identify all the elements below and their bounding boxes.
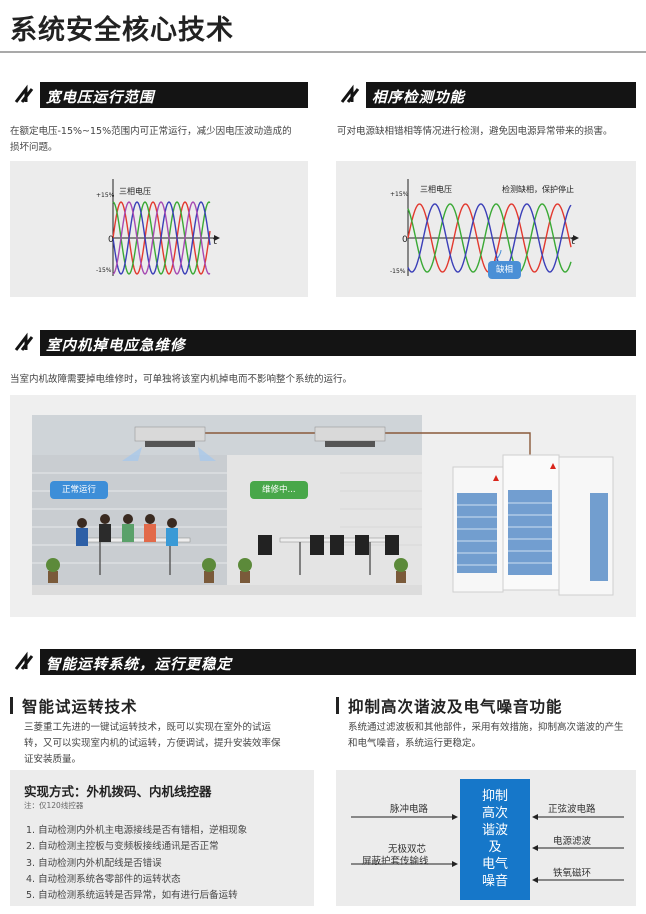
- check-steps-list: 1. 自动检测内外机主电源接线是否有错相，逆相现象 2. 自动检测主控板与变频板…: [26, 823, 247, 904]
- phase-wave-line: [407, 203, 572, 273]
- banner-voltage-title: 宽电压运行范围: [46, 90, 155, 106]
- title-divider: [0, 51, 646, 53]
- trial-description: 三菱重工先进的一键试运转技术，既可以实现在室外的试运 转，又可以实现室内机的试运…: [24, 722, 281, 765]
- status-normal-badge: 正常运行: [50, 481, 109, 499]
- voltage-y-bottom: -15%: [96, 267, 112, 274]
- phase-chart-title: 三相电压: [420, 184, 452, 194]
- noise-description: 系统通过滤波板和其他部件，采用有效措施，抑制高次谐波的产生 和电气噪音，系统运行…: [348, 722, 624, 749]
- banner-voltage: 宽电压运行范围: [10, 82, 308, 108]
- chevron-icon: [14, 84, 34, 103]
- phase-description: 可对电源缺相错相等情况进行检测，避免因电源异常带来的损害。: [337, 126, 613, 137]
- voltage-wave-line: [112, 201, 211, 275]
- power-filter-label: 电源滤波: [553, 836, 592, 847]
- chevron-icon: [340, 84, 360, 103]
- chevron-icon: [14, 332, 34, 351]
- phase-y-top: +15%: [390, 191, 409, 198]
- banner-smart: 智能运转系统，运行更稳定: [10, 649, 636, 675]
- voltage-y-top: +15%: [96, 192, 115, 199]
- trial-method-box: [10, 770, 314, 906]
- list-item: 1. 自动检测内外机主电源接线是否有错相，逆相现象: [26, 825, 248, 836]
- indoor-illustration: 正常运行 维修中...: [10, 395, 636, 617]
- list-item: 3. 自动检测内外机配线是否错误: [26, 857, 162, 869]
- noise-heading: 抑制高次谐波及电气噪音功能: [336, 695, 563, 717]
- sine-circuit-label: 正弦波电路: [548, 804, 596, 815]
- phase-wave-line: [407, 203, 572, 273]
- voltage-description: 在额定电压-15%~15%范围内可正常运行，减少因电压波动造成的 损坏问题。: [10, 126, 292, 153]
- trial-heading: 智能试运转技术: [10, 695, 138, 717]
- phase-y-zero: 0: [402, 235, 408, 245]
- ferrite-ring-label: 铁氧磁环: [553, 868, 592, 879]
- phase-wave-chart: 三相电压 检测缺相，保护停止 +15% 0 -15% t 缺相: [336, 161, 636, 297]
- method-title: 实现方式：外机拨码、内机线控器: [24, 784, 212, 799]
- banner-indoor: 室内机掉电应急维修: [10, 330, 636, 356]
- phase-annotation: 检测缺相，保护停止: [502, 184, 574, 194]
- voltage-chart-title: 三相电压: [119, 186, 151, 196]
- phase-x-label: t: [571, 236, 575, 247]
- banner-phase-title: 相序检测功能: [372, 90, 465, 106]
- voltage-x-label: t: [213, 236, 217, 247]
- list-item: 2. 自动检测主控板与变频板接线通讯是否正常: [26, 841, 219, 853]
- banner-indoor-title: 室内机掉电应急维修: [46, 338, 186, 354]
- indoor-description: 当室内机故障需要掉电维修时，可单独将该室内机掉电而不影响整个系统的运行。: [10, 374, 353, 385]
- list-item: 5. 自动检测系统运转是否异常，如有进行后备运转: [26, 890, 238, 902]
- phase-y-bottom: -15%: [390, 268, 406, 275]
- noise-center-box: 抑制 高次 谐波 及 电气 噪音: [460, 779, 530, 900]
- cable-label-line2: 屏蔽护套传输线: [362, 856, 429, 867]
- list-item: 4. 自动检测系统各零部件的运转状态: [26, 873, 181, 885]
- missing-phase-label: 缺相: [488, 261, 522, 279]
- voltage-y-zero: 0: [108, 235, 114, 245]
- banner-phase: 相序检测功能: [336, 82, 636, 108]
- pulse-circuit-label: 脉冲电路: [390, 804, 429, 815]
- method-note: 注：仅120线控器: [24, 801, 84, 810]
- banner-smart-title: 智能运转系统，运行更稳定: [46, 657, 232, 673]
- page-title: 系统安全核心技术: [10, 15, 234, 46]
- chevron-icon: [14, 651, 34, 670]
- status-repair-badge: 维修中...: [250, 481, 308, 499]
- cable-label-line1: 无极双芯: [388, 844, 427, 855]
- voltage-wave-line: [112, 201, 211, 275]
- voltage-wave-line: [112, 201, 211, 275]
- voltage-wave-chart: 三相电压 +15% 0 -15% t: [10, 161, 308, 297]
